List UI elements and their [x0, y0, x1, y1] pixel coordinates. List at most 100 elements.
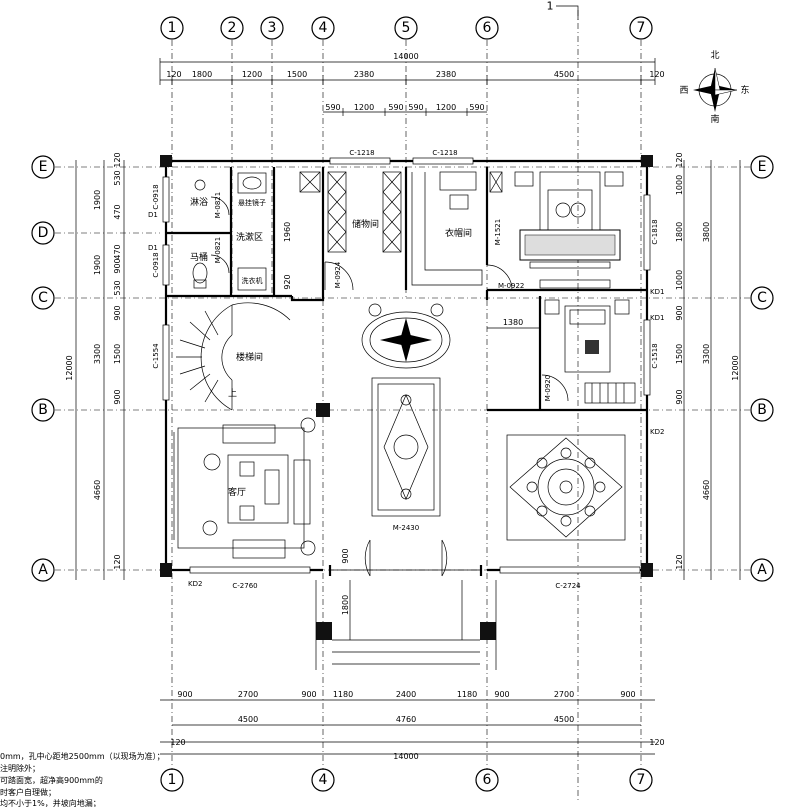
svg-text:可踏面宽，超净高900mm的: 可踏面宽，超净高900mm的: [0, 775, 103, 785]
svg-text:920: 920: [283, 274, 292, 289]
svg-text:C-0918: C-0918: [152, 252, 160, 277]
svg-text:A: A: [38, 562, 48, 578]
svg-text:14000: 14000: [393, 752, 418, 761]
spiral-stair: [176, 302, 291, 411]
closet-fixtures: [411, 171, 503, 286]
svg-text:590: 590: [388, 103, 403, 112]
second-bed: [544, 299, 636, 404]
svg-text:C-1554: C-1554: [152, 343, 160, 369]
svg-text:900: 900: [620, 690, 635, 699]
axis-grid-lines: [55, 10, 750, 800]
axis-bubble-left-A: A: [31, 558, 55, 582]
svg-text:120: 120: [113, 152, 122, 167]
svg-text:1800: 1800: [341, 595, 350, 615]
svg-text:470: 470: [113, 244, 122, 259]
svg-text:北: 北: [710, 50, 719, 61]
master-bed: [514, 171, 624, 289]
svg-text:900: 900: [113, 305, 122, 320]
dining-area: [506, 434, 626, 541]
axis-bubble-bottom-1: 1: [160, 768, 184, 792]
svg-text:2: 2: [228, 20, 237, 36]
svg-text:4: 4: [319, 20, 328, 36]
svg-text:2380: 2380: [354, 70, 374, 79]
svg-text:D1: D1: [148, 211, 158, 219]
notes-block: 0mm，孔中心距地2500mm（以现场为准）； 注明除外； 可踏面宽，超净高90…: [0, 751, 165, 807]
svg-text:120: 120: [649, 70, 664, 79]
svg-text:1180: 1180: [457, 690, 477, 699]
svg-text:客厅: 客厅: [228, 486, 246, 498]
svg-text:1: 1: [547, 0, 554, 13]
axis-bubble-right-A: A: [750, 558, 774, 582]
svg-text:4500: 4500: [238, 715, 258, 724]
axis-bubble-right-B: B: [750, 398, 774, 422]
svg-text:KD2: KD2: [188, 580, 202, 588]
svg-text:1500: 1500: [113, 344, 122, 364]
interior-walls: [166, 167, 647, 571]
svg-text:1200: 1200: [436, 103, 456, 112]
svg-text:衣帽间: 衣帽间: [445, 227, 472, 239]
axis-bubble-left-B: B: [31, 398, 55, 422]
svg-text:6: 6: [483, 20, 492, 36]
axis-bubble-bottom-6: 6: [475, 768, 499, 792]
svg-text:洗漱区: 洗漱区: [236, 231, 263, 243]
svg-text:1500: 1500: [675, 344, 684, 364]
axis-bubble-left-C: C: [31, 286, 55, 310]
washer-icon: [237, 267, 267, 291]
opening-tags: M-0821 M-0821 M-0924 M-1521 M-0922 M-092…: [148, 149, 664, 590]
svg-text:1180: 1180: [333, 690, 353, 699]
room-labels: 淋浴 马桶 洗漱区 储物间 衣帽间 楼梯间 上 客厅: [190, 196, 472, 498]
svg-text:南: 南: [710, 113, 719, 125]
svg-text:590: 590: [325, 103, 340, 112]
svg-text:4: 4: [319, 772, 328, 788]
svg-text:3300: 3300: [93, 344, 102, 364]
svg-text:KD2: KD2: [650, 428, 664, 436]
svg-text:M-0920: M-0920: [544, 375, 552, 401]
axis-bubble-bottom-4: 4: [311, 768, 335, 792]
dims-right: 12000 3800 3300 4660 120 1000 1800 1000 …: [675, 152, 741, 580]
axis-bubble-left-D: D: [31, 221, 55, 245]
svg-text:2700: 2700: [554, 690, 574, 699]
svg-text:120: 120: [166, 70, 181, 79]
svg-text:C: C: [38, 290, 48, 306]
svg-text:120: 120: [113, 554, 122, 569]
svg-text:西: 西: [679, 85, 688, 96]
svg-text:900: 900: [675, 389, 684, 404]
svg-text:14000: 14000: [393, 52, 418, 61]
svg-text:4760: 4760: [396, 715, 416, 724]
axis-bubble-right-C: C: [750, 286, 774, 310]
svg-text:2380: 2380: [436, 70, 456, 79]
svg-text:470: 470: [113, 204, 122, 219]
svg-text:1000: 1000: [675, 270, 684, 290]
svg-text:C-1218: C-1218: [349, 149, 374, 157]
hall-rugs: [361, 303, 451, 517]
svg-text:M-0821: M-0821: [214, 237, 222, 263]
dims-bottom: 900 2700 900 1180 2400 1180 900 2700 900…: [160, 690, 665, 761]
svg-text:东: 东: [740, 84, 749, 96]
svg-text:C-0918: C-0918: [152, 184, 160, 209]
svg-text:C-2724: C-2724: [555, 582, 581, 590]
door-swings: [210, 196, 569, 402]
svg-text:D: D: [38, 225, 49, 241]
svg-text:C-1818: C-1818: [651, 219, 659, 244]
window-marks: [162, 157, 651, 574]
svg-text:1960: 1960: [283, 222, 292, 242]
svg-text:1500: 1500: [287, 70, 307, 79]
axis-bubble-top-2: 2: [220, 16, 244, 40]
axis-bubble-top-1: 1: [160, 16, 184, 40]
svg-text:3: 3: [268, 20, 277, 36]
svg-text:均不小于1%，并坡向地漏；: 均不小于1%，并坡向地漏；: [0, 798, 101, 807]
svg-text:5: 5: [402, 20, 411, 36]
svg-text:4500: 4500: [554, 70, 574, 79]
svg-text:E: E: [39, 159, 48, 175]
svg-text:1200: 1200: [242, 70, 262, 79]
svg-text:洗衣机: 洗衣机: [242, 276, 263, 285]
axis-bubble-top-5: 5: [394, 16, 418, 40]
svg-text:D1: D1: [148, 244, 158, 252]
svg-text:1200: 1200: [354, 103, 374, 112]
svg-text:7: 7: [637, 772, 646, 788]
svg-text:0mm，孔中心距地2500mm（以现场为准）；: 0mm，孔中心距地2500mm（以现场为准）；: [0, 751, 165, 761]
svg-text:2400: 2400: [396, 690, 416, 699]
svg-text:900: 900: [341, 548, 350, 563]
svg-text:530: 530: [113, 170, 122, 185]
